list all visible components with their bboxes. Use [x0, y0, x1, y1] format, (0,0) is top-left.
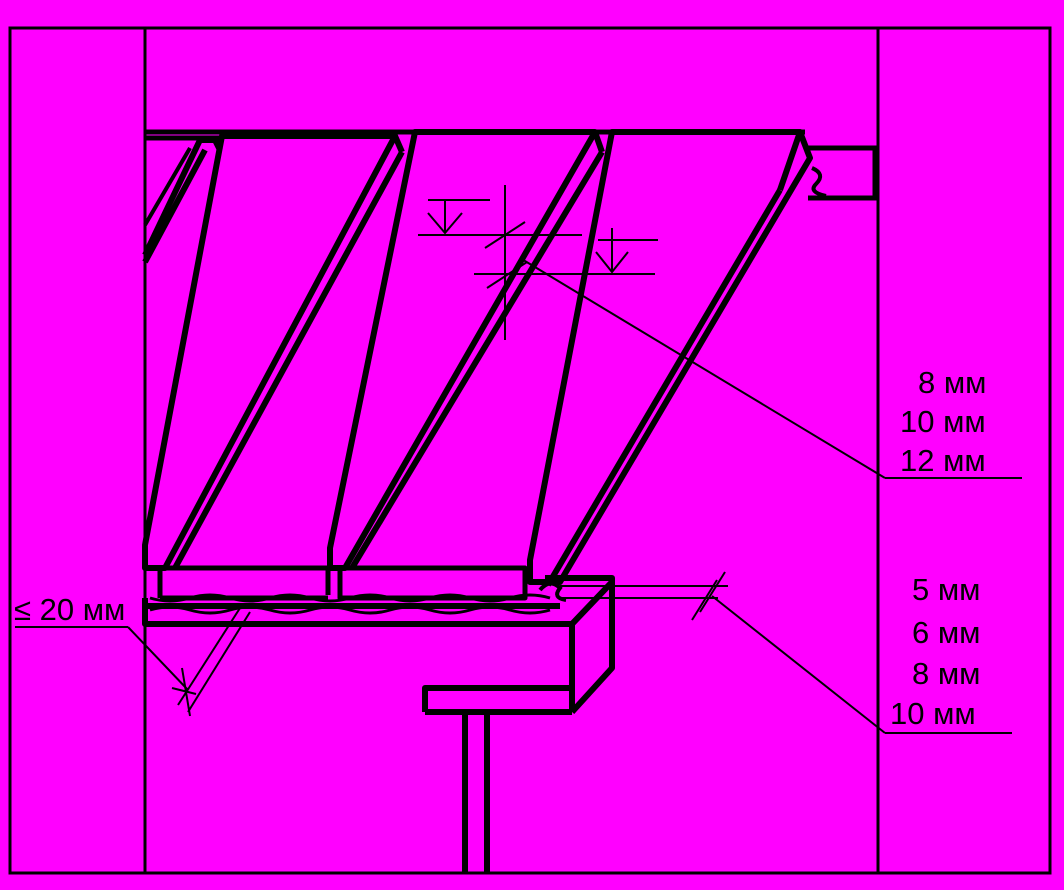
frame [8, 26, 1052, 875]
bottom-right-label-2: 6 мм [912, 615, 980, 650]
left-gap-label: ≤ 20 мм [14, 592, 125, 627]
outer-frame [8, 26, 1052, 875]
left-leader [15, 607, 251, 717]
top-right-label-3: 12 мм [900, 443, 986, 478]
top-right-leader [519, 257, 1022, 479]
front-support-beam [142, 575, 615, 873]
thickness-dimension-marks [418, 185, 658, 340]
top-right-label-2: 10 мм [900, 404, 986, 439]
bottom-right-label-1: 5 мм [912, 572, 980, 607]
top-right-label-1: 8 мм [918, 365, 986, 400]
panel-1 [142, 133, 405, 601]
bottom-right-label-4: 10 мм [890, 696, 976, 731]
top-support-bracket [808, 145, 878, 201]
bottom-right-label-3: 8 мм [912, 656, 980, 691]
bottom-right-leader [560, 571, 1012, 734]
adhesive-bead [149, 581, 567, 615]
panel-3 [527, 129, 813, 587]
panel-2 [327, 129, 605, 601]
